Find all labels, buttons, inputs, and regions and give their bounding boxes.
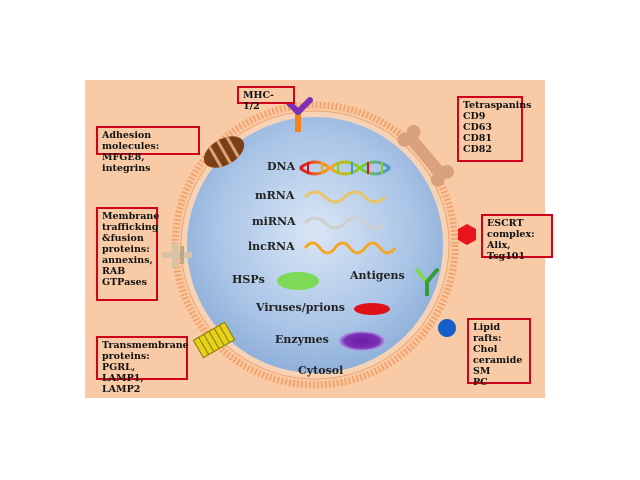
mrna-label: mRNA <box>255 189 295 202</box>
enzymes-label: Enzymes <box>275 333 329 346</box>
mirna-strand-icon <box>303 216 387 230</box>
dna-strand-icon <box>299 160 391 176</box>
membrane-outer <box>171 101 459 389</box>
membrane-trafficking-label-box: Membrane trafficking &fusion proteins: a… <box>96 207 159 301</box>
tetraspanin-icon <box>397 124 454 187</box>
hsps-icon <box>277 272 319 290</box>
dna-label: DNA <box>267 160 296 173</box>
lipid-raft-icon <box>438 319 456 337</box>
lncrna-strand-icon <box>303 241 397 255</box>
escrt-icon <box>458 224 476 245</box>
antibody-icon <box>415 268 439 296</box>
antigens-label: Antigens <box>350 269 405 282</box>
lipid-rafts-label-box: Lipid rafts: Chol ceramide SM PC <box>467 318 531 388</box>
viruses-icon <box>354 303 390 315</box>
adhesion-molecule-icon <box>203 135 245 169</box>
viruses-label: Viruses/prions <box>256 301 345 314</box>
lncrna-label: lncRNA <box>248 240 295 253</box>
mhc-label-box: MHC-1/2 <box>237 86 295 112</box>
mrna-strand-icon <box>303 190 387 204</box>
adhesion-label-box: Adhesion molecules: MFGE8, integrins <box>96 126 200 174</box>
escrt-label-box: ESCRT complex: Alix, Tsg101 <box>481 214 553 262</box>
mirna-label: miRNA <box>252 215 296 228</box>
transmembrane-label-box: Transmembrane proteins: PGRL, LAMP1, LAM… <box>96 336 189 395</box>
enzymes-icon <box>338 331 386 351</box>
cytosol-label: Cytosol <box>298 364 344 377</box>
trafficking-protein-icon <box>162 242 192 268</box>
tetraspanins-label-box: Tetraspanins CD9 CD63 CD81 CD82 <box>457 96 532 162</box>
transmembrane-protein-icon <box>192 321 236 359</box>
hsps-label: HSPs <box>232 273 265 286</box>
